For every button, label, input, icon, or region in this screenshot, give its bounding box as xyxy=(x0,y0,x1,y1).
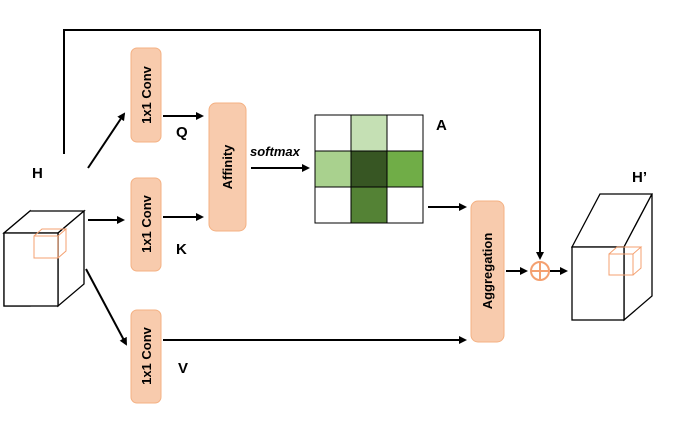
affinity-cell-2-1 xyxy=(350,186,388,224)
input-label: H xyxy=(32,165,43,182)
conv-v-block: 1x1 Conv xyxy=(130,309,162,404)
key-label: K xyxy=(176,241,187,258)
affinity-cell-1-0 xyxy=(314,150,352,188)
skip-connection-arrow xyxy=(63,29,544,260)
aggregation-label: Aggregation xyxy=(480,233,495,310)
affinity-block: Affinity xyxy=(208,102,247,232)
output-cube-icon xyxy=(608,246,643,276)
value-label: V xyxy=(178,360,188,377)
input-tensor xyxy=(2,209,86,308)
arrow-to-conv-v xyxy=(85,268,127,346)
affinity-label: Affinity xyxy=(220,144,235,190)
affinity-cell-2-0 xyxy=(314,186,352,224)
arrow-to-conv-q xyxy=(87,112,126,169)
conv-q-block: 1x1 Conv xyxy=(130,47,162,143)
affinity-cell-0-2 xyxy=(386,114,424,152)
input-cube-icon xyxy=(33,228,68,259)
affinity-cell-0-1 xyxy=(350,114,388,152)
output-label: H’ xyxy=(632,169,647,186)
softmax-label: softmax xyxy=(250,144,301,159)
output-tensor xyxy=(570,193,654,322)
conv-v-label: 1x1 Conv xyxy=(139,326,154,385)
conv-q-label: 1x1 Conv xyxy=(139,65,154,124)
conv-k-label: 1x1 Conv xyxy=(139,194,154,253)
affinity-cell-1-2 xyxy=(386,150,424,188)
affinity-cell-0-0 xyxy=(314,114,352,152)
sum-plus-icon xyxy=(530,261,550,281)
affinity-cell-1-1 xyxy=(350,150,388,188)
affinity-map-grid xyxy=(314,114,424,224)
affinity-map-label: A xyxy=(436,117,447,134)
conv-k-block: 1x1 Conv xyxy=(130,177,162,272)
aggregation-block: Aggregation xyxy=(470,200,505,343)
affinity-cell-2-2 xyxy=(386,186,424,224)
query-label: Q xyxy=(176,124,188,141)
